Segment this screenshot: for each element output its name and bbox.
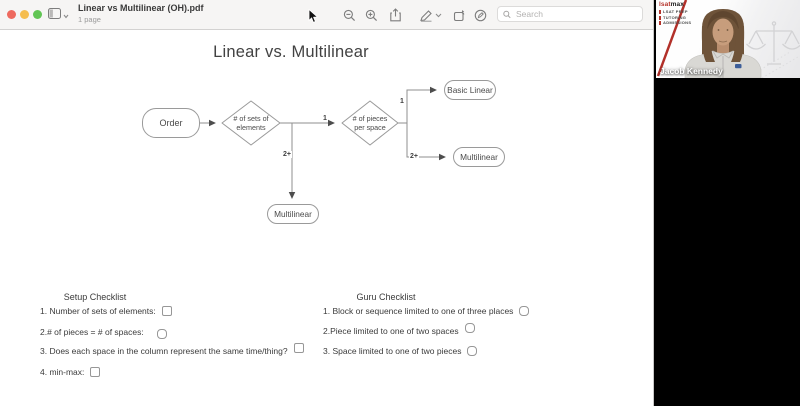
zoom-out-icon (343, 9, 355, 21)
checklist-item-label: 2.# of pieces = # of spaces: (40, 327, 144, 337)
search-field[interactable] (497, 6, 643, 22)
share-button[interactable] (386, 7, 404, 23)
fill-sign-button[interactable] (471, 7, 489, 23)
guru-checklist-title: Guru Checklist (356, 292, 416, 302)
preview-window: Linear vs Multilinear (OH).pdf 1 page (0, 0, 654, 406)
checkbox[interactable] (161, 306, 172, 316)
guru-checklist-item: 2.Piece limited to one of two spaces (323, 323, 475, 336)
participant-video-tile[interactable]: lsatmax LSAT PREP TUTORING ADMISSIONS Ja… (656, 0, 800, 78)
brand-tagline: ADMISSIONS (659, 21, 691, 26)
setup-checklist-title: Setup Checklist (63, 292, 127, 302)
search-icon (503, 10, 511, 18)
dotted-decor (749, 51, 799, 78)
zoom-out-button[interactable] (340, 7, 358, 23)
page-count: 1 page (78, 15, 101, 24)
checkbox[interactable] (90, 367, 101, 377)
setup-checklist-item: 4. min-max: (40, 367, 101, 377)
edge-label-1-top: 1 (399, 98, 405, 105)
pieces-diamond-shape (341, 100, 399, 146)
flowchart-connectors (200, 86, 446, 199)
pen-circle-icon (474, 9, 486, 21)
rotate-button[interactable] (450, 7, 468, 23)
flow-node-sets-of-elements: # of sets of elements (233, 114, 269, 132)
chevron-down-icon (63, 7, 69, 22)
chevron-down-icon (435, 13, 441, 17)
checklist-item-label: 4. min-max: (40, 367, 85, 377)
rotate-icon (453, 9, 464, 21)
brand-stripe (656, 0, 688, 77)
sidebar-icon (48, 7, 61, 22)
setup-checklist-item: 1. Number of sets of elements: (40, 306, 172, 316)
document-title: Linear vs. Multilinear (213, 43, 369, 61)
participant-name-label: Jacob Kennedy (660, 66, 723, 76)
edge-label-2plus: 2+ (282, 151, 292, 158)
search-input[interactable] (514, 8, 637, 20)
close-window-button[interactable] (7, 10, 16, 19)
checklist-item-label: 1. Number of sets of elements: (40, 306, 156, 316)
checklist-item-label: 3. Space limited to one of two pieces (323, 346, 462, 356)
share-icon (389, 8, 401, 22)
guru-checklist-item: 3. Space limited to one of two pieces (323, 346, 478, 356)
pdf-page: Linear vs. Multilinear (0, 30, 653, 406)
checkbox[interactable] (156, 329, 167, 339)
brand-logo-dark: max (670, 1, 684, 8)
checkbox[interactable] (519, 306, 530, 316)
checklist-item-label: 2.Piece limited to one of two spaces (323, 326, 459, 336)
video-frame (656, 0, 800, 78)
markup-options-button[interactable] (433, 7, 443, 23)
markup-pencil-icon (420, 9, 432, 22)
brand-tagline: TUTORING (659, 15, 691, 20)
setup-checklist-item: 3. Does each space in the column represe… (40, 343, 304, 356)
sets-diamond-shape (221, 100, 281, 146)
scales-icon (746, 21, 800, 65)
markup-button[interactable] (417, 7, 435, 23)
checkbox[interactable] (467, 346, 478, 356)
window-titlebar: Linear vs Multilinear (OH).pdf 1 page (0, 0, 653, 30)
setup-checklist-item: 2.# of pieces = # of spaces: (40, 327, 167, 339)
flow-node-order: Order (142, 108, 200, 138)
checkbox[interactable] (464, 323, 475, 333)
zoom-in-button[interactable] (362, 7, 380, 23)
video-sidebar: lsatmax LSAT PREP TUTORING ADMISSIONS Ja… (654, 0, 800, 406)
checklist-item-label: 1. Block or sequence limited to one of t… (323, 306, 514, 316)
guru-checklist-item: 1. Block or sequence limited to one of t… (323, 306, 530, 316)
minimize-window-button[interactable] (20, 10, 29, 19)
zoom-in-icon (365, 9, 377, 21)
checklist-item-label: 3. Does each space in the column represe… (40, 346, 288, 356)
participant-figure (684, 9, 762, 78)
flow-node-multilinear-right: Multilinear (453, 147, 505, 167)
edge-label-2plus-bottom: 2+ (409, 153, 419, 160)
brand-logo-red: lsat (659, 1, 671, 8)
edge-label-1: 1 (322, 115, 328, 122)
sidebar-toggle-button[interactable] (48, 7, 72, 22)
brand-logo: lsatmax LSAT PREP TUTORING ADMISSIONS (659, 1, 691, 26)
flow-node-pieces-per-space: # of pieces per space (352, 114, 388, 132)
checkbox[interactable] (293, 343, 304, 353)
window-title: Linear vs Multilinear (OH).pdf (78, 3, 204, 13)
flow-node-multilinear-bottom: Multilinear (267, 204, 319, 224)
brand-tagline: LSAT PREP (659, 10, 691, 15)
mouse-cursor (308, 8, 319, 29)
fullscreen-window-button[interactable] (33, 10, 42, 19)
flow-node-basic-linear: Basic Linear (444, 80, 496, 100)
